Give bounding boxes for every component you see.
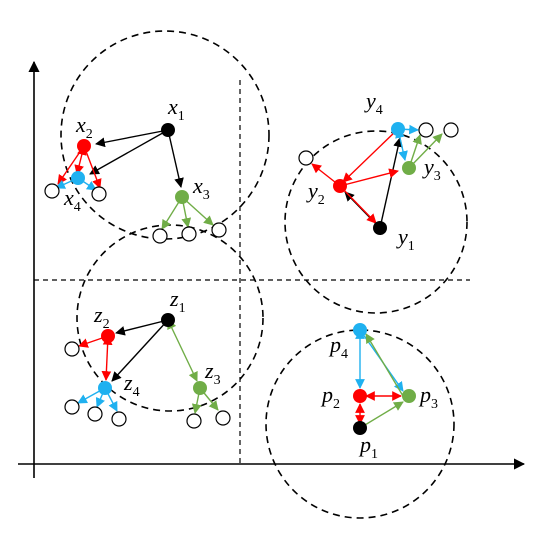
cluster-x-labels: x1 x2 x3 x4 — [63, 94, 210, 215]
edge — [339, 185, 377, 224]
cluster-p-nodes — [353, 323, 416, 435]
neighbor-node — [44, 183, 60, 199]
label-x3: x3 — [192, 173, 210, 203]
label-y3: y3 — [422, 154, 441, 184]
cluster-y-edges — [311, 124, 443, 229]
cluster-x-circle — [60, 30, 270, 240]
neighbor-node — [211, 222, 227, 238]
edge — [95, 129, 169, 148]
cluster-z: z1 z2 z3 z4 — [64, 286, 231, 429]
label-z2: z2 — [93, 302, 110, 332]
edge — [167, 129, 184, 188]
label-x2: x2 — [75, 112, 93, 142]
cluster-z-edges — [77, 319, 219, 414]
edge — [115, 319, 169, 336]
label-x4: x4 — [63, 185, 81, 215]
node-z1 — [161, 313, 175, 327]
axes — [18, 60, 526, 478]
node-y1 — [373, 221, 387, 235]
node-x2 — [77, 139, 91, 153]
edge — [339, 168, 399, 187]
node-z3 — [193, 381, 207, 395]
label-p1: p1 — [358, 432, 378, 462]
node-x4 — [71, 171, 85, 185]
neighbor-node — [64, 341, 80, 357]
edge — [359, 401, 404, 429]
label-p2: p2 — [320, 382, 340, 412]
label-z1: z1 — [169, 286, 186, 316]
edge — [101, 335, 113, 381]
cluster-y-labels: y1 y2 y3 y4 — [306, 88, 441, 254]
neighbor-node — [181, 226, 197, 242]
cluster-z-labels: z1 z2 z3 z4 — [93, 286, 221, 400]
neighbor-node — [91, 186, 107, 202]
node-x3 — [175, 190, 189, 204]
label-y2: y2 — [306, 178, 325, 208]
cluster-x-nodes — [44, 123, 227, 244]
neighbor-node — [186, 413, 202, 429]
neighbor-node — [298, 150, 314, 166]
node-p3 — [402, 389, 416, 403]
neighbor-node — [443, 122, 459, 138]
node-x1 — [161, 123, 175, 137]
neighbor-node — [87, 406, 103, 422]
neighbor-node — [152, 228, 168, 244]
cluster-p-circle — [265, 329, 455, 519]
node-p4 — [353, 323, 367, 337]
label-x1: x1 — [167, 94, 185, 124]
cluster-circles — [60, 30, 468, 519]
neighbor-node — [64, 399, 80, 415]
neighbor-node — [215, 410, 231, 426]
node-y4 — [391, 122, 405, 136]
node-y2 — [333, 179, 347, 193]
cluster-p-edges — [355, 329, 404, 429]
edge — [167, 319, 198, 382]
node-z2 — [101, 329, 115, 343]
cluster-x: x1 x2 x3 x4 — [44, 94, 227, 244]
edge — [365, 333, 404, 397]
edge — [111, 319, 169, 382]
neighbor-node — [418, 122, 434, 138]
cluster-p: p1 p2 p3 p4 — [320, 323, 438, 462]
edge — [89, 129, 169, 175]
label-p4: p4 — [328, 332, 348, 362]
label-y4: y4 — [364, 88, 383, 118]
node-y3 — [402, 161, 416, 175]
node-z4 — [98, 381, 112, 395]
label-z3: z3 — [204, 358, 221, 388]
label-z4: z4 — [123, 370, 140, 400]
cluster-p-labels: p1 p2 p3 p4 — [320, 332, 438, 462]
edge — [408, 133, 443, 169]
edge — [379, 137, 403, 229]
edge — [342, 128, 399, 183]
cluster-y-nodes — [298, 122, 459, 235]
label-p3: p3 — [418, 382, 438, 412]
cluster-y: y1 y2 y3 y4 — [298, 88, 459, 254]
node-p1 — [353, 421, 367, 435]
edge — [83, 145, 102, 189]
cluster-y-circle — [284, 130, 468, 314]
neighbor-node — [111, 411, 127, 427]
label-y1: y1 — [396, 224, 415, 254]
node-p2 — [353, 389, 367, 403]
cluster-z-nodes — [64, 313, 231, 429]
partition-lines — [34, 80, 470, 464]
